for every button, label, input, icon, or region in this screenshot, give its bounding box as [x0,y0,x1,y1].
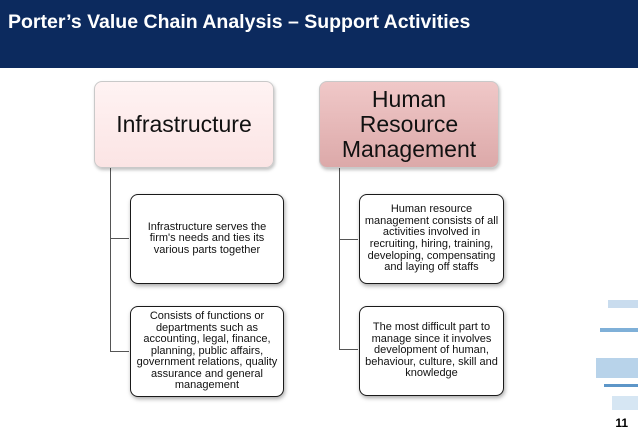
header-bar: Porter’s Value Chain Analysis – Support … [0,0,638,68]
connector-infra-vertical [110,168,111,352]
connector-hr-vertical [339,168,340,350]
slide-title: Porter’s Value Chain Analysis – Support … [8,11,471,33]
connector-hr-child2 [339,349,358,350]
hr-management-title: Human Resource Management [341,86,477,162]
connector-infra-child1 [110,238,129,239]
infrastructure-title: Infrastructure [116,111,252,137]
hr-management-box: Human Resource Management [319,81,499,168]
page-number: 11 [615,416,628,430]
connector-hr-child1 [339,239,358,240]
infrastructure-box: Infrastructure [94,81,274,168]
connector-infra-child2 [110,351,129,352]
hr-child-2: The most difficult part to manage since … [359,306,504,396]
infrastructure-child-2: Consists of functions or departments suc… [130,306,284,397]
infrastructure-child-1: Infrastructure serves the firm's needs a… [130,194,284,284]
hr-child-1: Human resource management consists of al… [359,194,504,284]
decorative-graphic [594,300,638,442]
